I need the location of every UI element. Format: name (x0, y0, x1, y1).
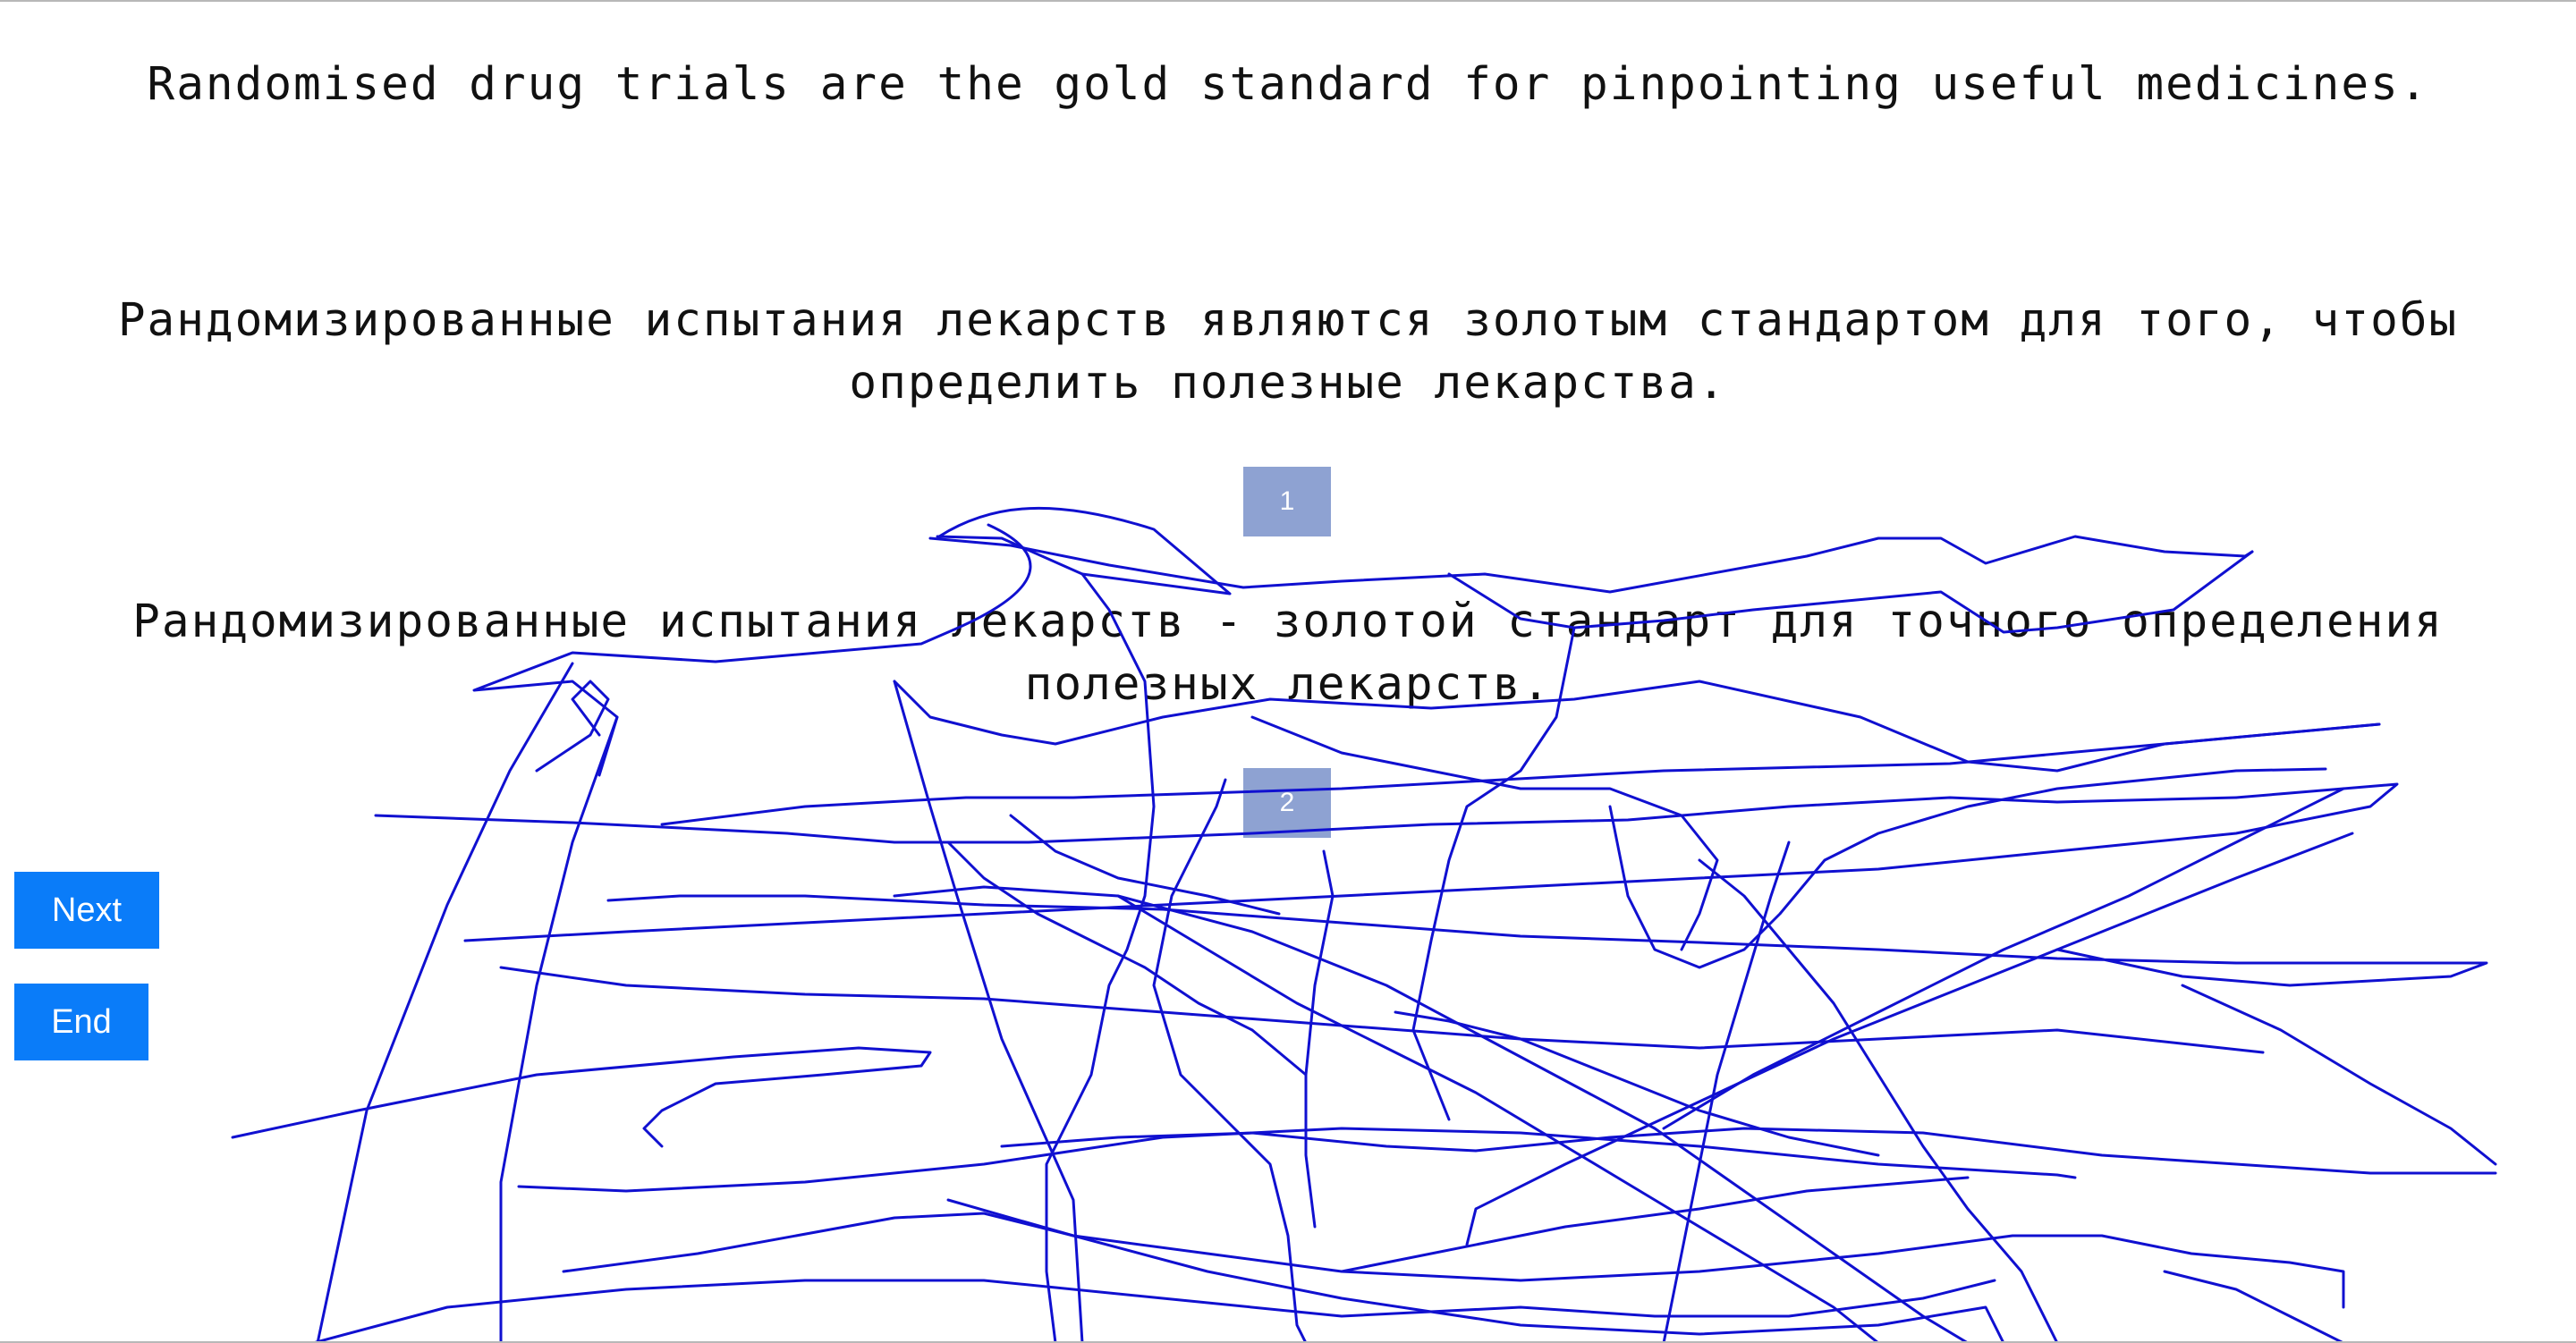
translation-option-1[interactable]: Рандомизированные испытания лекарств явл… (117, 294, 2459, 410)
translation-option-2[interactable]: Рандомизированные испытания лекарств - з… (132, 595, 2444, 711)
rank-badge-2[interactable]: 2 (1243, 768, 1331, 838)
end-button[interactable]: End (14, 984, 148, 1060)
next-button[interactable]: Next (14, 872, 159, 949)
rank-badge-1[interactable]: 1 (1243, 467, 1331, 536)
source-sentence: Randomised drug trials are the gold stan… (147, 58, 2429, 111)
